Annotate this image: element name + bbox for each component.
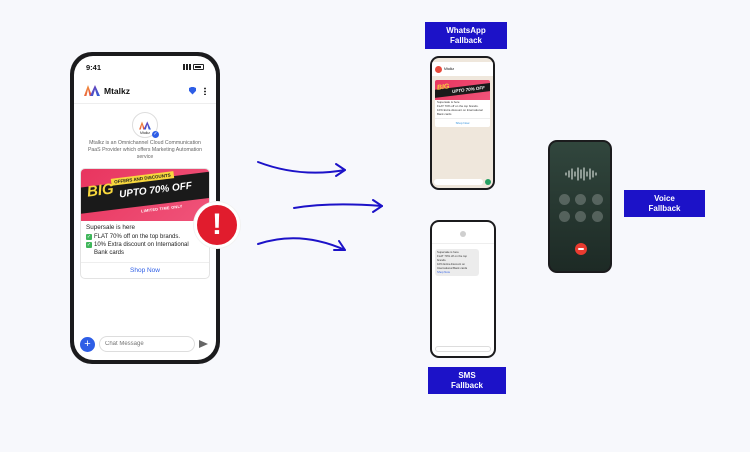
card-line-text: FLAT 70% off on the top brands. — [94, 234, 181, 241]
contacts-button[interactable] — [592, 211, 604, 222]
arrow-to-whatsapp — [257, 161, 346, 174]
whatsapp-message-card: BIG UPTO 70% OFF Supersale is here FLAT … — [435, 80, 490, 127]
whatsapp-header: Mtalkz — [432, 62, 493, 76]
main-phone: 9:41 Mtalkz Mtalkz ✓ Mtalkz is an Omnich… — [70, 52, 220, 364]
whatsapp-message-line: FLAT 70% off on the top brands. — [437, 103, 479, 108]
business-description: Mtalkz is an Omnichannel Cloud Communica… — [87, 140, 203, 161]
more-options-icon[interactable] — [204, 86, 206, 95]
whatsapp-fallback-text: WhatsApp Fallback — [446, 25, 486, 45]
arrow-head-sms — [372, 199, 383, 213]
battery-icon — [193, 64, 204, 70]
business-avatar: Mtalkz ✓ — [132, 112, 159, 138]
card-line: ✓ 10% Extra discount on International Ba… — [86, 241, 204, 257]
mute-button[interactable] — [558, 194, 570, 205]
whatsapp-screen: Mtalkz BIG UPTO 70% OFF Supersale is her… — [432, 58, 493, 188]
sms-phone: Supersale is here FLAT 70% off on the to… — [430, 220, 496, 358]
keypad-button[interactable] — [575, 194, 587, 205]
mtalkz-logo-icon — [84, 85, 100, 96]
sms-message-title: Supersale is here — [437, 250, 459, 254]
status-bar: 9:41 — [74, 56, 216, 78]
business-logo-icon — [139, 121, 151, 129]
sms-avatar — [460, 231, 466, 237]
whatsapp-banner-image: BIG UPTO 70% OFF — [435, 80, 490, 100]
whatsapp-phone: Mtalkz BIG UPTO 70% OFF Supersale is her… — [430, 56, 495, 190]
delivery-failure-alert-icon: ! — [194, 202, 240, 248]
offer-banner-image: OFFERS AND DISCOUNTS BIG UPTO 70% OFF LI… — [81, 169, 209, 222]
sms-screen: Supersale is here FLAT 70% off on the to… — [432, 222, 494, 356]
status-time: 9:41 — [86, 62, 102, 72]
rich-card[interactable]: OFFERS AND DISCOUNTS BIG UPTO 70% OFF LI… — [80, 168, 210, 280]
card-line: ✓ FLAT 70% off on the top brands. — [86, 233, 204, 241]
voice-phone — [548, 140, 612, 273]
shop-now-button[interactable]: Shop Now — [81, 262, 209, 278]
voice-call-screen — [550, 142, 610, 271]
sms-message-line: FLAT 70% off on the top brands. — [437, 253, 468, 262]
whatsapp-message-line: 10% Extra discount on International Bank… — [437, 107, 483, 116]
chat-composer: + — [80, 336, 210, 352]
check-icon: ✓ — [86, 242, 92, 249]
sms-message-input[interactable] — [435, 346, 491, 352]
add-call-button[interactable] — [558, 211, 570, 222]
add-attachment-button[interactable]: + — [80, 336, 95, 352]
voice-waveform-icon — [565, 167, 597, 181]
whatsapp-message-text: Supersale is here FLAT 70% off on the to… — [435, 100, 490, 118]
main-phone-screen: 9:41 Mtalkz Mtalkz ✓ Mtalkz is an Omnich… — [74, 56, 216, 360]
sms-message-bubble: Supersale is here FLAT 70% off on the to… — [435, 249, 479, 277]
verified-badge-icon: ✓ — [152, 131, 159, 138]
banner-big-text: BIG — [86, 180, 115, 201]
mic-icon[interactable] — [485, 179, 491, 185]
whatsapp-message-input[interactable] — [434, 179, 483, 185]
sms-fallback-label: SMS Fallback — [428, 367, 506, 394]
end-call-button[interactable] — [575, 243, 587, 255]
whatsapp-banner-big: BIG — [436, 83, 450, 92]
app-title: Mtalkz — [104, 85, 130, 96]
business-logo-label: Mtalkz — [139, 131, 151, 135]
card-title: Supersale is here — [86, 224, 136, 232]
voice-fallback-label: Voice Fallback — [624, 190, 705, 217]
sms-fallback-text: SMS Fallback — [450, 370, 483, 390]
arrow-to-sms — [293, 203, 383, 209]
arrow-head-voice — [333, 240, 346, 251]
video-button[interactable] — [575, 211, 587, 222]
sms-shop-link[interactable]: Shop Now — [437, 269, 450, 274]
status-icons — [183, 64, 204, 70]
arrow-head-whatsapp — [335, 163, 346, 177]
whatsapp-avatar — [435, 65, 442, 73]
call-controls — [558, 194, 604, 222]
app-header: Mtalkz — [74, 78, 216, 104]
send-icon[interactable] — [199, 340, 208, 348]
card-line-text: 10% Extra discount on International Bank… — [94, 242, 189, 257]
signal-icon — [183, 64, 191, 70]
whatsapp-fallback-label: WhatsApp Fallback — [425, 22, 507, 49]
verified-shield-icon[interactable] — [189, 86, 196, 95]
whatsapp-shop-now-button[interactable]: Shop Now — [435, 117, 490, 127]
voice-fallback-text: Voice Fallback — [648, 193, 681, 213]
whatsapp-contact-name: Mtalkz — [444, 67, 455, 71]
banner-limited-text: LIMITED TIME ONLY — [140, 204, 183, 214]
speaker-button[interactable] — [592, 194, 604, 205]
card-body: Supersale is here ✓ FLAT 70% off on the … — [81, 221, 209, 259]
arrow-to-voice — [257, 237, 346, 251]
whatsapp-composer — [434, 179, 491, 185]
check-icon: ✓ — [86, 234, 92, 241]
chat-message-input[interactable] — [99, 336, 195, 352]
sms-header — [432, 222, 494, 244]
sms-message-line: 10% Extra discount on International Bank… — [437, 261, 468, 270]
fallback-arrows — [257, 161, 383, 251]
whatsapp-message-title: Supersale is here — [437, 100, 460, 104]
